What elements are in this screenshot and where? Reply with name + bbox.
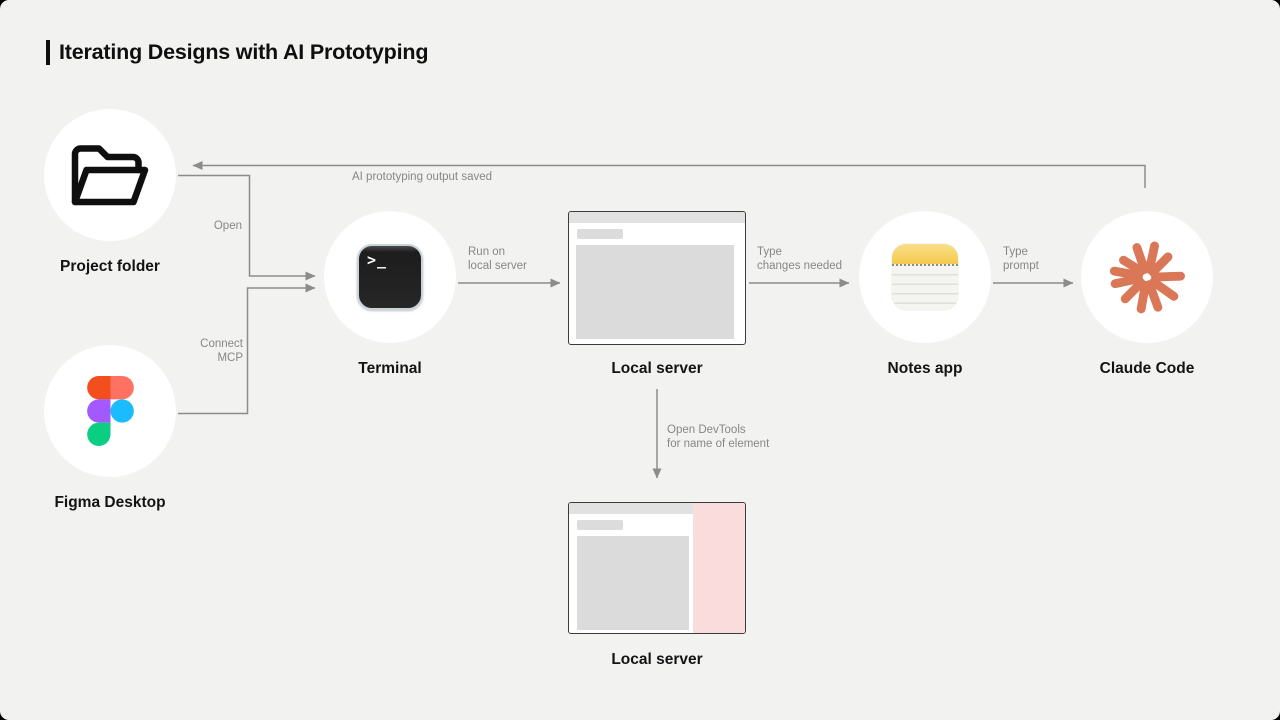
node-label-project-folder: Project folder <box>60 258 160 275</box>
page-content-placeholder <box>577 536 689 630</box>
terminal-icon: >_ <box>357 244 423 310</box>
window-titlebar <box>569 212 745 223</box>
claude-starburst-icon <box>1109 241 1186 314</box>
url-bar-placeholder <box>577 520 623 530</box>
node-figma-desktop: Figma Desktop <box>44 345 176 512</box>
node-label-notes-app: Notes app <box>887 360 963 377</box>
node-terminal: >_ Terminal <box>324 211 456 378</box>
figma-logo-icon <box>86 376 134 446</box>
open-folder-icon <box>71 145 149 206</box>
node-label-claude-code: Claude Code <box>1099 360 1195 377</box>
local-server-window <box>568 211 746 345</box>
node-circle: >_ <box>324 211 456 343</box>
page-title: Iterating Designs with AI Prototyping <box>59 40 429 64</box>
edge-label-connect-mcp: Connect MCP <box>200 338 243 364</box>
notes-icon-ruled-paper <box>892 266 958 310</box>
page-title-row: Iterating Designs with AI Prototyping <box>46 40 428 65</box>
local-server-devtools-window <box>568 502 746 634</box>
node-label-figma-desktop: Figma Desktop <box>54 494 166 511</box>
edge-label-output-saved: AI prototyping output saved <box>352 171 493 183</box>
edge-label-open-devtools: Open DevTools for name of element <box>667 424 770 450</box>
terminal-prompt-glyph: >_ <box>367 251 388 269</box>
window-titlebar <box>569 503 693 514</box>
node-label-terminal: Terminal <box>358 360 422 377</box>
title-accent-bar <box>46 40 50 65</box>
edge-label-open: Open <box>213 220 242 232</box>
node-label-local-server: Local server <box>611 360 703 377</box>
devtools-panel <box>693 503 745 633</box>
node-circle <box>859 211 991 343</box>
node-circle <box>1081 211 1213 343</box>
node-circle <box>44 109 176 241</box>
page-content-placeholder <box>576 245 734 339</box>
node-label-local-server-devtools: Local server <box>611 651 703 668</box>
notes-icon-yellow-band <box>892 244 958 264</box>
node-circle <box>44 345 176 477</box>
node-notes-app: Notes app <box>859 211 991 378</box>
notes-app-icon <box>892 244 958 310</box>
notes-icon-dotted-rule <box>892 264 958 266</box>
edge-label-run-on-local-server: Run on local server <box>468 246 527 272</box>
edge-label-type-prompt: Type prompt <box>1003 246 1039 272</box>
node-claude-code: Claude Code <box>1081 211 1213 378</box>
edge-label-type-changes-needed: Type changes needed <box>757 246 843 272</box>
node-project-folder: Project folder <box>44 109 176 276</box>
edge-output-saved-line <box>192 161 1146 188</box>
url-bar-placeholder <box>577 229 623 239</box>
